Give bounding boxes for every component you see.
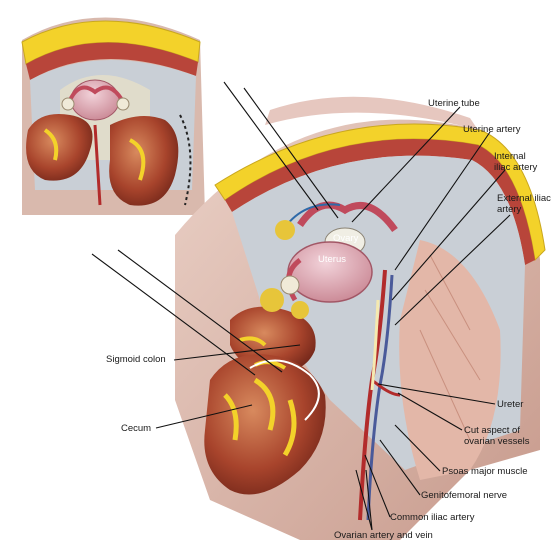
label-uterus: Uterus (318, 254, 346, 265)
label-ovarian-artery-and-vein: Ovarian artery and vein (334, 530, 433, 541)
leader-lines (91, 81, 511, 531)
label-internal-iliac-artery-line1: Internal (494, 151, 526, 162)
label-internal-iliac-artery-line2: iliac artery (494, 162, 538, 173)
label-genitofemoral-nerve: Genitofemoral nerve (421, 490, 508, 501)
label-sigmoid-colon: Sigmoid colon (106, 354, 166, 365)
label-external-iliac-artery-line1: External iliac (497, 193, 551, 204)
label-ureter: Ureter (497, 399, 524, 410)
label-cut-ovarian-vessels-line2: ovarian vessels (464, 436, 530, 447)
label-psoas-major-muscle: Psoas major muscle (442, 466, 528, 477)
main-illustration (175, 96, 546, 540)
label-cecum: Cecum (121, 423, 152, 434)
label-ovary: Ovary (333, 233, 359, 244)
label-external-iliac-artery-line2: artery (497, 204, 522, 215)
label-cut-ovarian-vessels-line1: Cut aspect of (464, 425, 520, 436)
inset-illustration (21, 17, 205, 215)
label-uterine-tube: Uterine tube (428, 98, 480, 109)
label-common-iliac-artery: Common iliac artery (390, 512, 475, 523)
label-uterine-artery: Uterine artery (463, 124, 521, 135)
